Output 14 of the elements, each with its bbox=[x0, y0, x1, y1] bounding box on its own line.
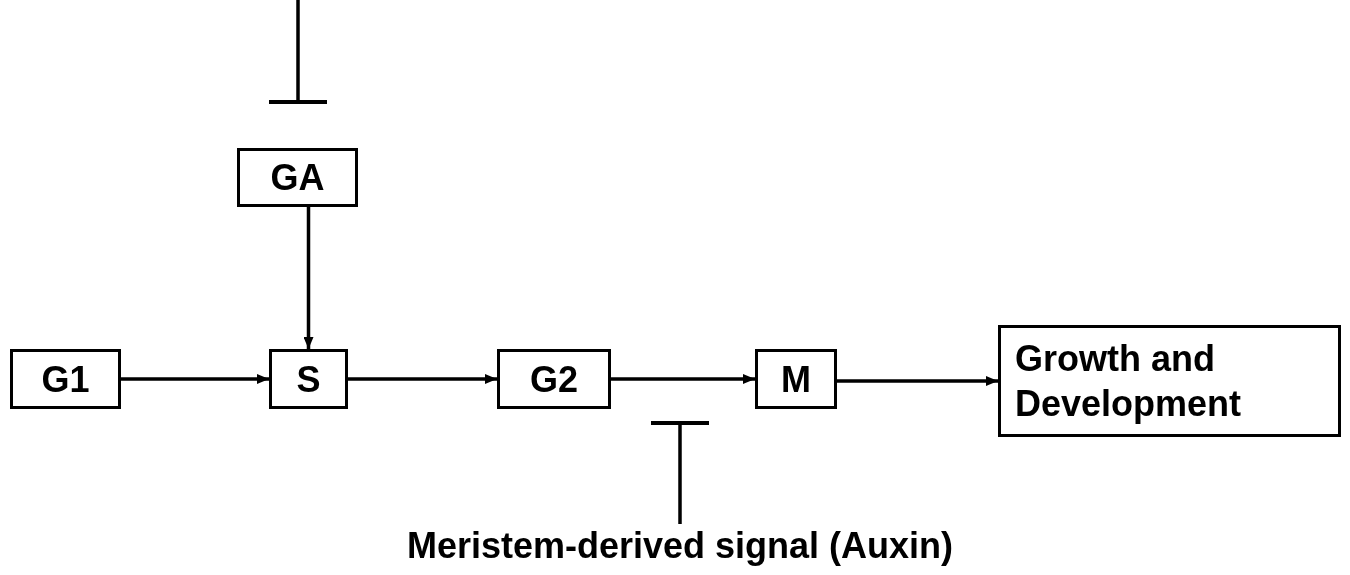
phase-box: G1 bbox=[10, 349, 121, 409]
arrow bbox=[121, 374, 269, 384]
phase-box: S bbox=[269, 349, 348, 409]
inhibition-line bbox=[269, 0, 327, 104]
arrow bbox=[611, 374, 755, 384]
arrow bbox=[303, 207, 314, 349]
phase-box: GA bbox=[237, 148, 358, 207]
phase-box: G2 bbox=[497, 349, 611, 409]
arrow bbox=[348, 374, 497, 384]
signal-label: Meristem-derived signal (Auxin) bbox=[380, 520, 980, 570]
phase-box: Growth and Development bbox=[998, 325, 1341, 437]
inhibition-line bbox=[651, 421, 709, 524]
arrow bbox=[837, 376, 998, 386]
phase-box: M bbox=[755, 349, 837, 409]
